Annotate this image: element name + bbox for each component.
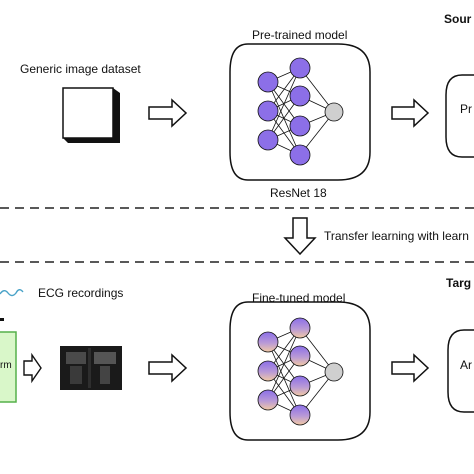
target-output-box (447, 329, 474, 413)
source-section-label: Sour (444, 12, 472, 26)
finetuned-network (257, 317, 344, 426)
ecg-label: ECG recordings (38, 286, 124, 300)
arrow-spectrogram-to-model-icon (148, 353, 188, 383)
network-edge (267, 327, 301, 401)
pretrained-model-box (229, 43, 371, 181)
arrow-model-to-output-icon (391, 98, 430, 128)
network-edge (267, 67, 301, 141)
dataset-label: Generic image dataset (20, 62, 141, 76)
arrow-input-to-spectrogram-icon (23, 352, 42, 384)
target-input-box (0, 331, 17, 403)
arrow-dataset-to-model-icon (148, 98, 188, 128)
pretrained-model-title: Pre-trained model (252, 28, 348, 42)
finetuned-model-title: Fine-tuned model (252, 291, 346, 305)
target-section-label: Targ (446, 276, 472, 290)
target-input-text: rm (0, 360, 12, 371)
ecg-wave-icon (0, 289, 24, 297)
transfer-learning-label: Transfer learning with learn (324, 229, 469, 243)
pretrained-network (257, 57, 344, 166)
source-output-text: Pr (460, 102, 472, 116)
pretrained-model-name: ResNet 18 (270, 186, 327, 200)
spectrogram-image (60, 346, 122, 390)
left-edge-mark (0, 318, 4, 321)
source-output-box (445, 74, 474, 158)
transfer-down-arrow-icon (283, 217, 317, 256)
arrow-finetuned-to-output-icon (391, 353, 430, 383)
target-output-text: Ar (460, 358, 472, 372)
finetuned-model-box (229, 301, 371, 441)
image-dataset-icon (62, 87, 120, 143)
